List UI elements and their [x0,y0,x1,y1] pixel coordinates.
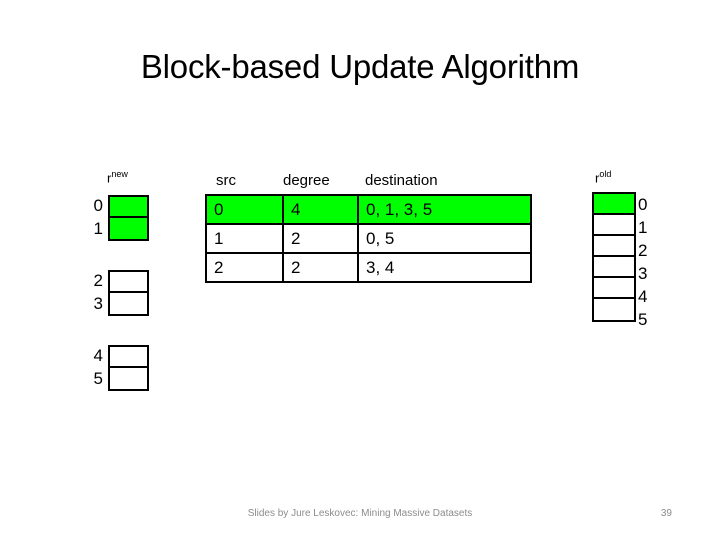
column-header-destination: destination [365,172,438,189]
table-row[interactable]: 1 2 0, 5 [205,223,532,254]
r-new-index-0: 0 [93,196,103,215]
r-new-index-1: 1 [93,219,103,238]
r-new-cell-4[interactable] [110,347,147,368]
cell-degree: 4 [282,194,359,225]
r-old-index-5: 5 [638,310,648,329]
column-header-degree: degree [283,172,330,189]
r-old-cell-5[interactable] [594,299,634,320]
r-old-box[interactable] [592,192,636,322]
r-old-cell-1[interactable] [594,215,634,236]
r-new-label-base: r [107,170,112,186]
r-old-index-2: 2 [638,241,648,260]
edge-table-headers: src degree destination [205,172,530,194]
r-new-index-2: 2 [93,271,103,290]
r-old-label: rold [595,169,612,186]
r-old-index-0: 0 [638,195,648,214]
column-header-src: src [216,172,236,189]
page-title: Block-based Update Algorithm [140,48,580,85]
r-old-cell-3[interactable] [594,257,634,278]
cell-src: 0 [205,194,284,225]
r-old-cell-4[interactable] [594,278,634,299]
table-row[interactable]: 2 2 3, 4 [205,252,532,283]
r-old-cell-0[interactable] [594,194,634,215]
r-new-cell-0[interactable] [110,197,147,218]
r-old-label-superscript: old [599,169,612,179]
r-old-index-4: 4 [638,287,648,306]
r-old-vector: rold 0 1 2 3 4 5 [592,170,662,330]
r-new-label-superscript: new [111,169,128,179]
r-new-cell-1[interactable] [110,218,147,239]
r-new-block-2[interactable] [108,345,149,391]
cell-src: 2 [205,252,284,283]
r-old-index-3: 3 [638,264,648,283]
r-new-index-3: 3 [93,294,103,313]
r-new-label: rnew [107,169,128,186]
cell-src: 1 [205,223,284,254]
cell-destination: 3, 4 [357,252,532,283]
r-old-index-1: 1 [638,218,648,237]
r-new-block-1[interactable] [108,270,149,316]
cell-destination: 0, 1, 3, 5 [357,194,532,225]
edge-table: 0 4 0, 1, 3, 5 1 2 0, 5 2 2 3, 4 [205,194,532,283]
r-new-cell-2[interactable] [110,272,147,293]
cell-degree: 2 [282,223,359,254]
r-new-index-5: 5 [93,369,103,388]
cell-degree: 2 [282,252,359,283]
r-new-vector: rnew 0 1 2 3 4 5 [85,170,175,405]
table-row[interactable]: 0 4 0, 1, 3, 5 [205,194,532,225]
r-old-label-base: r [595,170,600,186]
r-new-index-4: 4 [93,346,103,365]
r-new-cell-5[interactable] [110,368,147,389]
r-new-block-0[interactable] [108,195,149,241]
edge-table-group: src degree destination 0 4 0, 1, 3, 5 1 … [205,172,532,283]
footer-credit: Slides by Jure Leskovec: Mining Massive … [247,508,473,519]
r-old-cell-2[interactable] [594,236,634,257]
r-new-cell-3[interactable] [110,293,147,314]
footer-page-number: 39 [660,508,672,519]
cell-destination: 0, 5 [357,223,532,254]
